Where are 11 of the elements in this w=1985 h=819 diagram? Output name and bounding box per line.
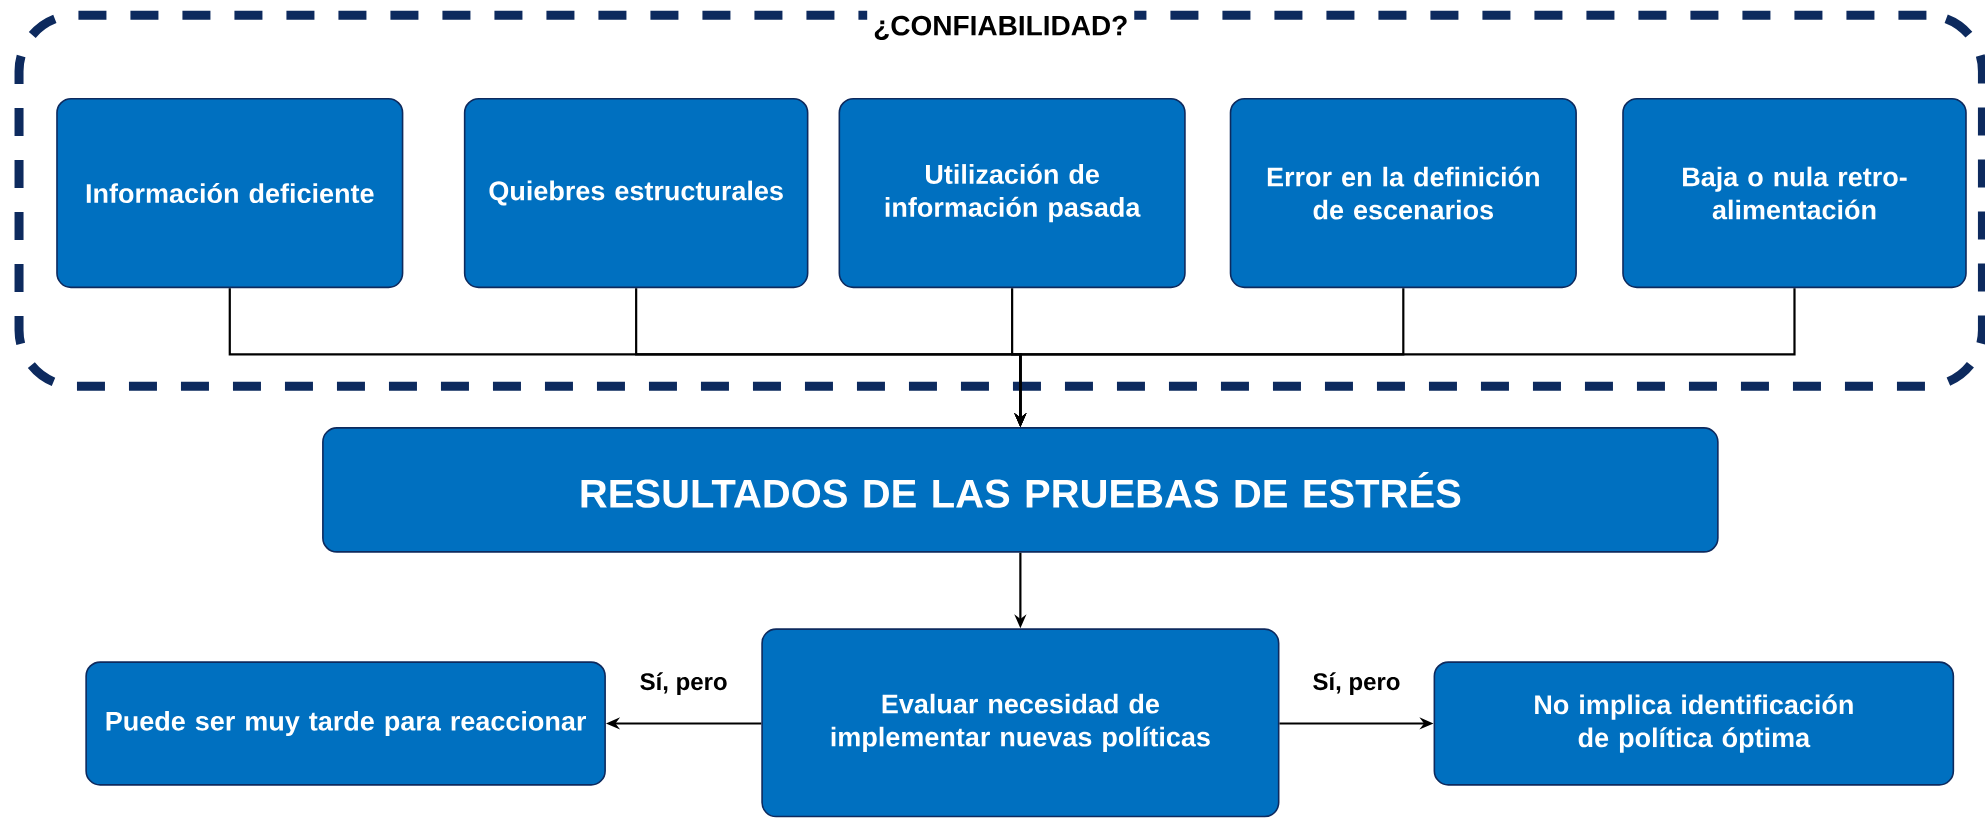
process-box: RESULTADOS DE LAS PRUEBAS DE ESTRÉS xyxy=(322,427,1719,553)
process-box: Información deficiente xyxy=(56,97,404,289)
process-box: Puede ser muy tarde para reaccionar xyxy=(85,661,606,786)
process-box: Evaluar necesidad de implementar nuevas políticas xyxy=(761,628,1280,818)
process-box: No implica identificación de política óptima xyxy=(1433,661,1955,786)
edge-label: Sí, pero xyxy=(1313,672,1400,695)
process-box: Baja o nula retro- alimentación xyxy=(1622,97,1967,289)
process-box: Utilización de información pasada xyxy=(838,97,1186,289)
edge-label: Sí, pero xyxy=(640,672,727,695)
process-box: Quiebres estructurales xyxy=(463,97,809,289)
process-box: Error en la definición de escenarios xyxy=(1229,97,1577,289)
